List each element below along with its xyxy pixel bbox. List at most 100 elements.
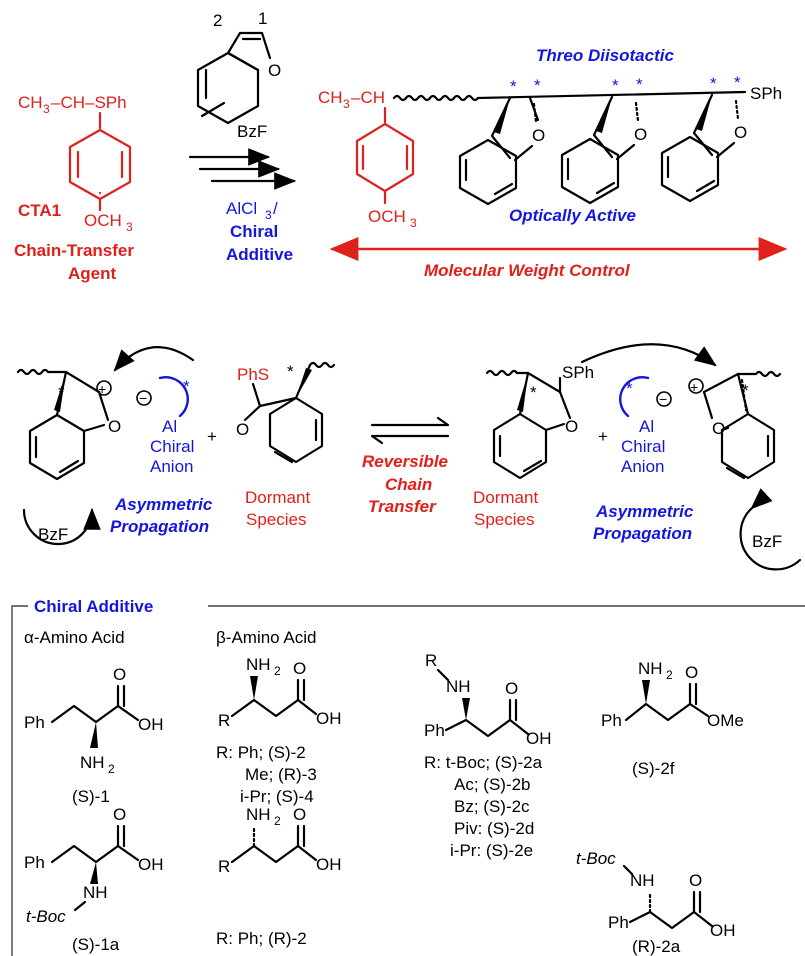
reagents: AlCl 3 / Chiral Additive [226,199,293,264]
svg-text:O: O [689,871,702,890]
bzf-oxygen: O [268,61,281,80]
svg-text:Anion: Anion [150,457,193,476]
polymer-unit-1: O [458,96,545,206]
svg-text:+: + [98,381,106,397]
svg-text:+: + [598,427,608,446]
cta-label: CTA1 [18,201,61,220]
svg-text:*: * [58,383,65,402]
svg-text:t-Boc: t-Boc [26,907,66,926]
svg-text:NH: NH [638,659,663,678]
svg-text:+: + [690,379,698,395]
compound-beta-r-enantiomer: R NH 2 O OH R: Ph; (R)-2 [216,805,342,948]
svg-text:(S)-1a: (S)-1a [72,935,120,954]
svg-text:(S)-1: (S)-1 [72,787,110,806]
cta-name-line1: Chain-Transfer [14,241,134,260]
svg-text:Ac; (S)-2b: Ac; (S)-2b [454,775,531,794]
reagent-alcl3: AlCl [226,199,257,218]
stereocenter-stars: * * * * * * [510,73,741,96]
phs-label: PhS [237,365,269,384]
svg-text:*: * [510,77,517,96]
compound-n-protected: R NH Ph O OH R: t-Boc; (S)-2a Ac; (S)-2b… [424,651,552,860]
reagent-chiral: Chiral [230,222,278,241]
bzf-pos1: 1 [258,9,267,28]
svg-text:Piv: (S)-2d: Piv: (S)-2d [454,819,534,838]
mechanism-right: * O SPh Dormant Species + * − Al Chiral … [473,343,802,571]
svg-text:+: + [207,427,217,446]
compound-s1: Ph O OH NH 2 (S)-1 [24,665,164,806]
svg-text:3: 3 [265,208,272,222]
svg-text:Ph: Ph [601,711,622,730]
sph-label: SPh [562,363,594,382]
compound-s2f: Ph NH 2 O OMe (S)-2f [601,659,744,778]
svg-text:OH: OH [316,855,342,874]
svg-text:BzF: BzF [752,532,782,551]
svg-text:Transfer: Transfer [368,497,437,516]
svg-text:OH: OH [316,709,342,728]
svg-text:OMe: OMe [707,711,744,730]
cta-formula-right: –CH–SPh [51,93,127,112]
svg-text:O: O [505,679,518,698]
panel-title: Chiral Additive [34,597,153,616]
svg-text:i-Pr: (S)-2e: i-Pr: (S)-2e [450,841,533,860]
bzf-monomer: 2 1 O BzF [196,9,281,141]
svg-text:Species: Species [474,510,534,529]
svg-text:O: O [293,805,306,824]
svg-text:R: R [218,711,230,730]
svg-text:NH: NH [83,883,108,902]
svg-text:Ph: Ph [24,713,45,732]
svg-text:/: / [273,199,278,218]
svg-text:O: O [634,125,647,144]
svg-text:Bz; (S)-2c: Bz; (S)-2c [454,797,530,816]
svg-text:*: * [534,76,541,95]
svg-text:3: 3 [343,97,350,111]
mw-control-label: Molecular Weight Control [424,261,631,280]
cta-name-line2: Agent [68,264,117,283]
svg-text:O: O [532,126,545,145]
svg-text:*: * [742,381,749,400]
svg-text:O: O [108,417,121,436]
svg-text:(R)-2a: (R)-2a [632,937,681,956]
svg-text:Ph: Ph [608,913,629,932]
compound-beta-r: R NH 2 O OH R: Ph; (S)-2 Me; (R)-3 i-Pr;… [216,655,342,806]
reagent-additive: Additive [226,245,293,264]
svg-text:R: R [218,857,230,876]
svg-text:2: 2 [666,668,673,682]
reaction-arrows [188,148,297,190]
svg-text:NH: NH [246,805,271,824]
cta-sub3: 3 [43,102,50,116]
svg-text:OH: OH [138,855,164,874]
svg-text:Propagation: Propagation [593,524,692,543]
svg-text:NH: NH [246,655,271,674]
compound-r2a: t-Boc NH Ph O OH (R)-2a [576,849,736,956]
svg-text:3: 3 [126,220,133,234]
svg-text:Ph: Ph [424,721,445,740]
svg-text:*: * [636,75,643,94]
polymer-unit-3: O [660,93,747,203]
svg-text:BzF: BzF [38,525,68,544]
svg-text:O: O [565,417,578,436]
svg-text:*: * [183,377,190,396]
svg-text:−: − [659,391,667,407]
svg-text:R: Ph; (R)-2: R: Ph; (R)-2 [216,929,307,948]
polymer-unit-2: O [560,95,647,205]
svg-text:*: * [710,74,717,93]
svg-text:Asymmetric: Asymmetric [595,502,694,521]
cta1-structure: CH 3 –CH–SPh CTA1 OCH 3 Chain-Transfer A… [14,93,134,283]
svg-text:Anion: Anion [621,457,664,476]
chiral-additive-panel: Chiral Additive α-Amino Acid β-Amino Aci… [11,597,805,956]
cta-och3: OCH [84,211,122,230]
svg-text:*: * [530,383,537,402]
al-left: Al [162,417,177,436]
svg-text:OH: OH [710,921,736,940]
svg-text:*: * [734,73,741,92]
svg-text:Me; (R)-3: Me; (R)-3 [245,765,317,784]
svg-text:Dormant: Dormant [473,488,538,507]
svg-text:Asymmetric: Asymmetric [114,495,213,514]
threo-diisotactic: Threo Diisotactic [536,46,674,65]
svg-text:2: 2 [274,664,281,678]
svg-text:t-Boc: t-Boc [576,849,616,868]
polymer-structure: CH 3 –CH SPh OCH 3 O O [318,46,782,230]
svg-text:NH: NH [80,753,105,772]
svg-text:O: O [685,663,698,682]
bzf-label: BzF [237,122,267,141]
